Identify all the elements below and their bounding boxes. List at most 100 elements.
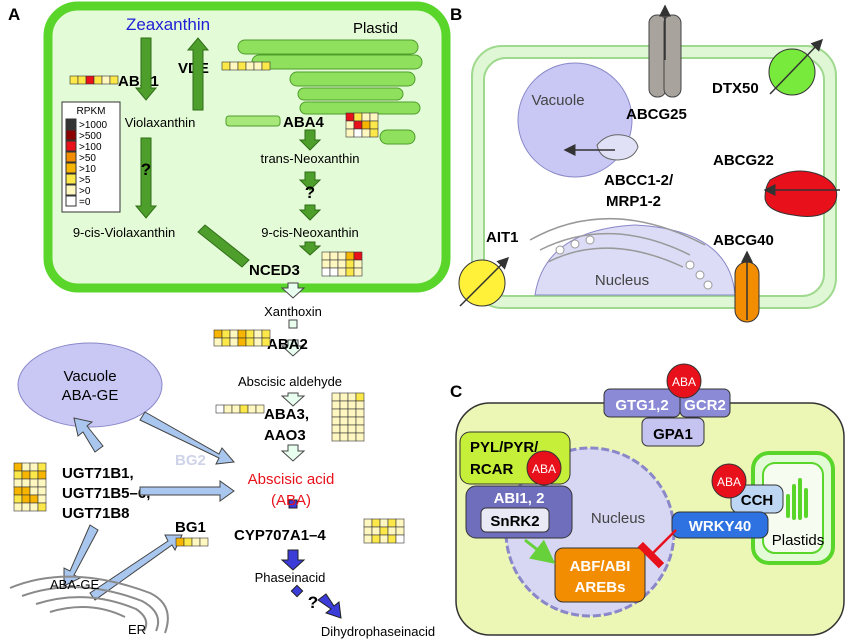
heatmap-cell bbox=[353, 259, 363, 269]
heatmap-cell bbox=[361, 120, 371, 130]
heatmap-cell bbox=[183, 537, 193, 547]
heatmap-cell bbox=[247, 404, 257, 414]
aba-badge-pyl: ABA bbox=[526, 450, 562, 486]
heatmap-cell bbox=[321, 251, 331, 261]
step-diamond bbox=[290, 584, 304, 598]
heatmap-cell bbox=[37, 502, 47, 512]
heatmap-cell bbox=[21, 494, 31, 504]
panel-b-label: B bbox=[450, 5, 462, 24]
heatmap-cell bbox=[231, 404, 241, 414]
heatmap-cell bbox=[331, 416, 341, 426]
heatmap-cell bbox=[347, 416, 357, 426]
heatmap-cell bbox=[37, 478, 47, 488]
heatmap-cell bbox=[363, 518, 373, 528]
heatmap-cell bbox=[221, 61, 231, 71]
heatmap-cell bbox=[261, 329, 271, 339]
aba-label-1: Abscisic acid bbox=[248, 471, 335, 488]
heatmap-cell bbox=[355, 432, 365, 442]
legend-swatch bbox=[65, 184, 77, 196]
heatmap-cell bbox=[13, 486, 23, 496]
heatmap-cell bbox=[371, 518, 381, 528]
unknown-step-3: ? bbox=[308, 593, 318, 612]
heatmap-cell bbox=[229, 337, 239, 347]
heatmap-cell bbox=[339, 432, 349, 442]
gene-ugt71b5-6: UGT71B5–6, bbox=[62, 485, 150, 502]
cis-neoxanthin-label: 9-cis-Neoxanthin bbox=[261, 225, 359, 240]
heatmap-cell bbox=[395, 518, 405, 528]
heatmap-cell bbox=[345, 112, 355, 122]
svg-text:ABA: ABA bbox=[717, 475, 741, 489]
heatmap-cell bbox=[395, 526, 405, 536]
gene-bg2: BG2 bbox=[175, 452, 206, 469]
heatmap-cell bbox=[331, 408, 341, 418]
abcc-transporter bbox=[596, 134, 639, 161]
legend-label: >1000 bbox=[79, 120, 108, 131]
heatmap-cell bbox=[13, 470, 23, 480]
heatmap-cell bbox=[253, 61, 263, 71]
er-label: ER bbox=[128, 622, 146, 637]
heatmap-cell bbox=[221, 329, 231, 339]
gene-aba2: ABA2 bbox=[267, 336, 308, 353]
gpa1-label: GPA1 bbox=[653, 426, 693, 443]
snrk2-box bbox=[480, 507, 550, 533]
heatmap-cell bbox=[253, 329, 263, 339]
heatmap-cell bbox=[245, 329, 255, 339]
gene-ugt71b8: UGT71B8 bbox=[62, 505, 130, 522]
legend-items: >1000>500>100>50>10>5>0=0 bbox=[65, 118, 108, 208]
heatmap-cell bbox=[29, 462, 39, 472]
heatmap-cell bbox=[37, 486, 47, 496]
heatmap-cell bbox=[213, 337, 223, 347]
heatmap-cell bbox=[347, 400, 357, 410]
heatmap-cell bbox=[361, 128, 371, 138]
activation-arrow bbox=[524, 538, 556, 564]
heatmap-cell bbox=[321, 267, 331, 277]
heatmap-cell bbox=[191, 537, 201, 547]
abi-label: ABI1, 2 bbox=[494, 490, 545, 507]
heatmap-cell bbox=[69, 75, 79, 85]
svg-text:ABA: ABA bbox=[672, 375, 696, 389]
ait1-arrow bbox=[459, 256, 510, 307]
cis-violaxanthin-label: 9-cis-Violaxanthin bbox=[73, 225, 175, 240]
abcg22-transporter bbox=[764, 170, 838, 217]
heatmap-cell bbox=[101, 75, 111, 85]
aba-label-2: (ABA) bbox=[271, 492, 311, 509]
heatmap-cell bbox=[355, 424, 365, 434]
heatmap-cell bbox=[369, 128, 379, 138]
pyl-label-2: RCAR bbox=[470, 461, 513, 478]
heatmap-cell bbox=[347, 392, 357, 402]
heatmap-cell bbox=[239, 404, 249, 414]
legend-label: >100 bbox=[79, 142, 102, 153]
er bbox=[9, 575, 169, 634]
abf-box bbox=[554, 547, 646, 603]
dihydrophaseic-acid-label: Dihydrophaseinacid bbox=[321, 624, 435, 639]
heatmap-cell bbox=[237, 337, 247, 347]
heatmap-cell bbox=[229, 61, 239, 71]
dtx50-arrow bbox=[769, 38, 824, 95]
heatmap-cell bbox=[93, 75, 103, 85]
gcr2-label: GCR2 bbox=[684, 397, 726, 414]
heatmap-cell bbox=[387, 534, 397, 544]
panel-c-label: C bbox=[450, 382, 462, 401]
heatmap-cell bbox=[175, 537, 185, 547]
blue-arrows bbox=[280, 549, 342, 619]
label-dtx50: DTX50 bbox=[712, 80, 759, 97]
heatmap-cell bbox=[353, 267, 363, 277]
heatmap-cell bbox=[21, 486, 31, 496]
heatmap-cell bbox=[355, 400, 365, 410]
abcg25-transporter bbox=[648, 4, 682, 98]
heatmap-cell bbox=[355, 416, 365, 426]
heatmap-cell bbox=[355, 408, 365, 418]
legend-label: >500 bbox=[79, 131, 102, 142]
heatmap-cell bbox=[331, 432, 341, 442]
heatmap-cell bbox=[369, 120, 379, 130]
snrk2-label: SnRK2 bbox=[490, 513, 539, 530]
label-abcg40: ABCG40 bbox=[713, 232, 774, 249]
legend-label: >10 bbox=[79, 164, 96, 175]
heatmap-cell bbox=[345, 120, 355, 130]
heatmap-cell bbox=[329, 267, 339, 277]
transport-arrows bbox=[63, 411, 235, 601]
heatmap-cell bbox=[353, 112, 363, 122]
xanthoxin-label: Xanthoxin bbox=[264, 304, 322, 319]
repression-arrow bbox=[637, 529, 677, 569]
